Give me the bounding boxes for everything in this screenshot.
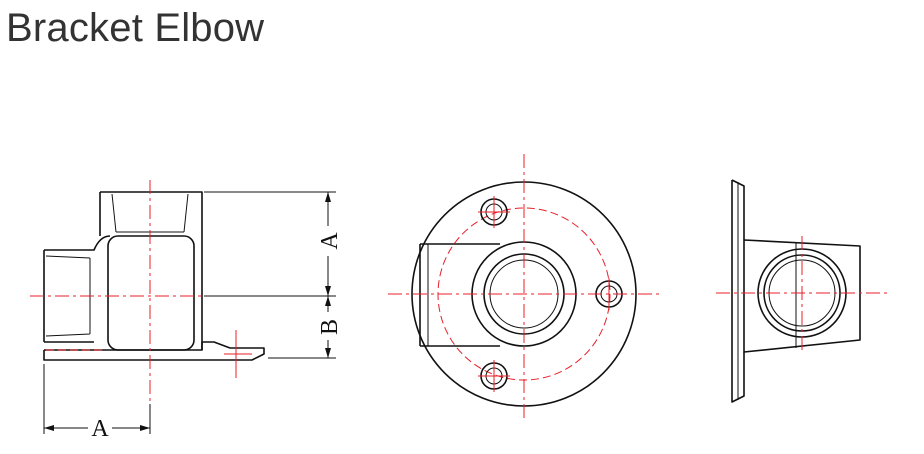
front-view: A B A xyxy=(30,180,343,442)
dim-label-b-vertical: B xyxy=(317,319,343,335)
page-title: Bracket Elbow xyxy=(6,6,265,50)
front-horizontal-socket xyxy=(43,235,111,343)
side-body xyxy=(743,239,861,353)
top-side-socket xyxy=(419,243,500,347)
top-view xyxy=(388,154,662,420)
front-vertical-socket xyxy=(99,191,203,350)
dim-label-a-horizontal: A xyxy=(91,416,109,442)
dim-label-a-vertical: A xyxy=(317,232,343,250)
front-body xyxy=(107,235,195,351)
front-base-flange xyxy=(43,341,265,361)
side-view xyxy=(716,179,888,403)
